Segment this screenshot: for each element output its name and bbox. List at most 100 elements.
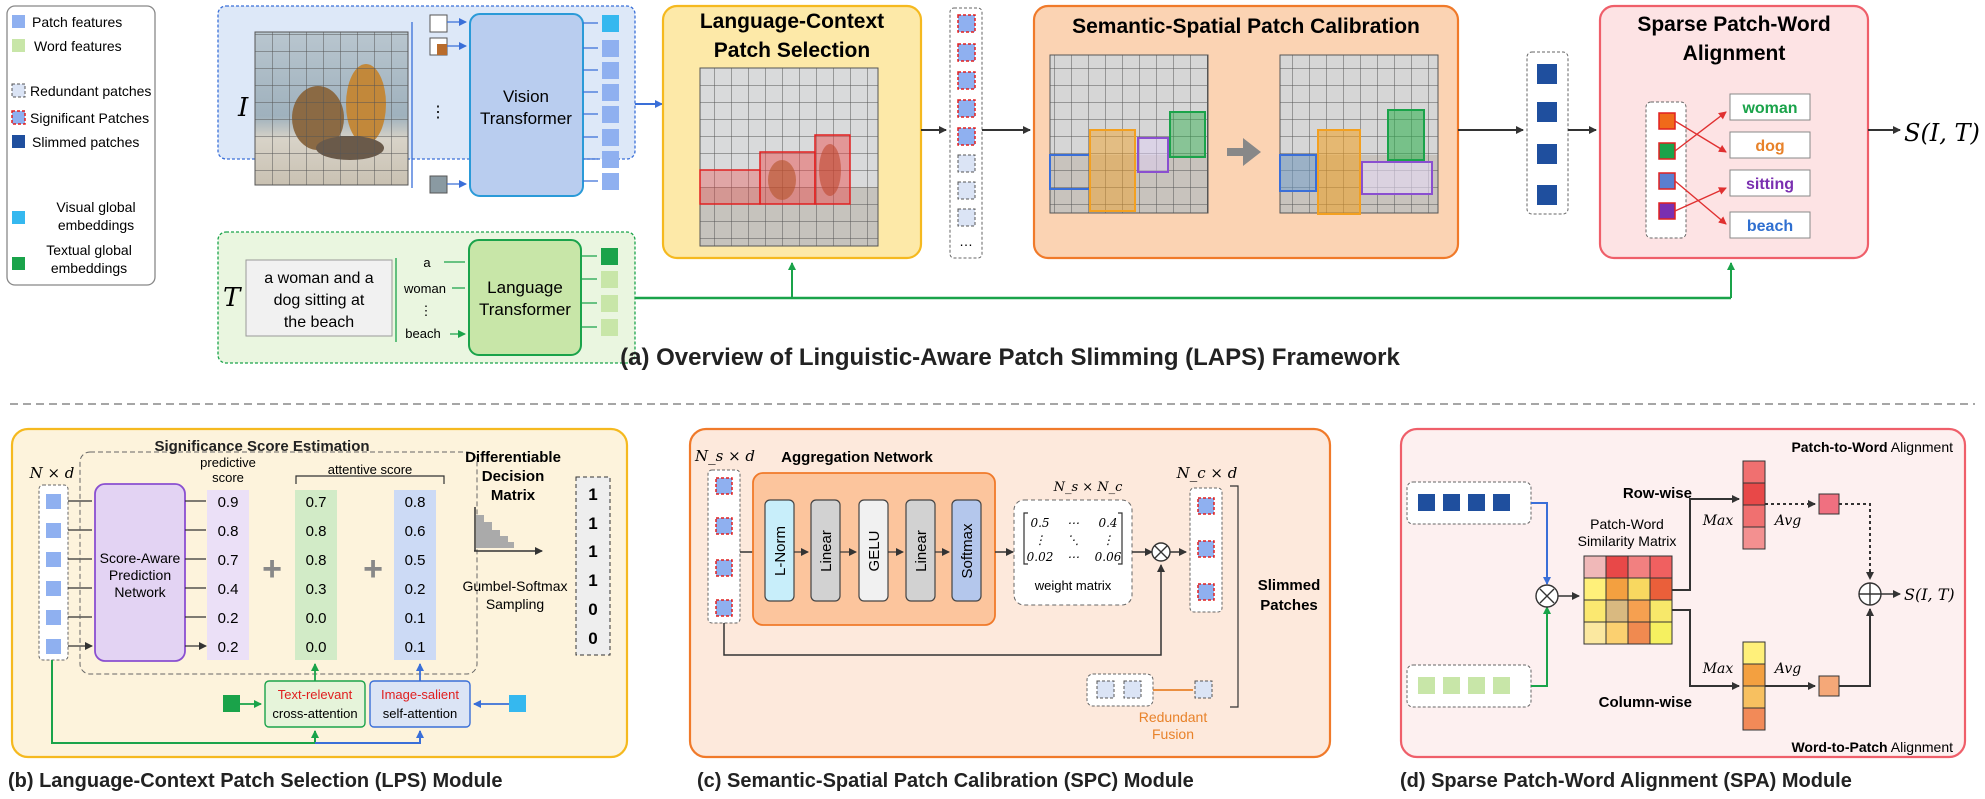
spc-title: Semantic-Spatial Patch Calibration xyxy=(1072,15,1420,38)
self-score: 0.1 xyxy=(405,639,426,656)
column-wise-label: Column-wise xyxy=(1599,694,1692,711)
vision-transformer-block xyxy=(469,13,584,197)
self-score: 0.5 xyxy=(405,552,426,569)
self-score: 0.8 xyxy=(405,494,426,511)
layer-linear-1: Linear xyxy=(818,530,835,572)
plus-sign: + xyxy=(262,550,282,588)
cross-score: 0.0 xyxy=(306,610,327,627)
legend-significant-patches: Significant Patches xyxy=(30,110,149,126)
spa-title-line1: Sparse Patch-Word xyxy=(1637,13,1830,36)
histogram-icon xyxy=(474,507,543,555)
word-woman: woman xyxy=(1741,100,1797,117)
slimmed-patches-label-2: Patches xyxy=(1260,597,1318,614)
cross-score: 0.3 xyxy=(306,581,327,598)
language-transformer-label-1: Language xyxy=(487,278,563,297)
spa-title-line2: Alignment xyxy=(1683,42,1786,65)
col-avg-label: Avg xyxy=(1773,661,1801,677)
visual-global-token xyxy=(509,695,526,712)
weight-matrix-shape: N_s × N_c xyxy=(1053,480,1124,495)
decision-value: 0 xyxy=(588,629,597,648)
gumbel-label-1: Gumbel-Softmax xyxy=(462,578,567,594)
self-attention-label: self-attention xyxy=(383,706,457,721)
spc-module: N_s × d Aggregation Network L-Norm Linea… xyxy=(688,427,1332,759)
cross-score: 0.8 xyxy=(306,552,327,569)
vision-transformer-label-1: Vision xyxy=(503,87,549,106)
caption-line-1: a woman and a xyxy=(264,270,374,287)
self-score-column xyxy=(394,490,436,660)
similarity-matrix xyxy=(1583,555,1673,645)
similarity-matrix-label-1: Patch-Word xyxy=(1590,516,1664,532)
legend-word-features: Word features xyxy=(34,38,122,54)
redundant-fusion-label-1: Redundant xyxy=(1139,709,1208,725)
lps-n-d: N × d xyxy=(29,464,75,482)
spc-nc-d: N_c × d xyxy=(1176,464,1238,482)
col-avg-cell xyxy=(1818,675,1840,697)
slimmed-patches-label-1: Slimmed xyxy=(1258,577,1321,594)
attentive-label: attentive score xyxy=(328,462,413,477)
predictive-score-column xyxy=(207,490,249,660)
refine-arrow-icon xyxy=(1227,138,1261,166)
layer-softmax: Softmax xyxy=(959,523,976,579)
lps-module: N × d Significance Score Estimation Scor… xyxy=(10,427,629,759)
legend-textual-global-line2: embeddings xyxy=(51,260,127,276)
matrix-cell: 0.06 xyxy=(1095,550,1122,564)
lps-title-line1: Language-Context xyxy=(700,10,884,33)
plus-sign: + xyxy=(363,550,383,588)
matrix-cell: ⋮ xyxy=(1102,533,1114,547)
predictive-score: 0.2 xyxy=(218,639,239,656)
significant-patch-swatch xyxy=(11,110,26,125)
matrix-cell: ⋮ xyxy=(1034,533,1046,547)
token-beach: beach xyxy=(405,326,440,341)
spc-ns-d: N_s × d xyxy=(694,447,755,465)
multiply-icon xyxy=(1535,584,1559,608)
caption-box xyxy=(245,259,393,337)
slimmed-patch-swatch xyxy=(12,135,25,148)
legend-redundant-patches: Redundant patches xyxy=(30,83,151,99)
token-woman: woman xyxy=(403,281,446,296)
cross-score: 0.7 xyxy=(306,494,327,511)
score-aware-network xyxy=(94,483,186,662)
row-avg-label: Avg xyxy=(1773,513,1801,529)
layer-linear-2: Linear xyxy=(913,530,930,572)
predictive-label-2: score xyxy=(212,470,244,485)
patch-feature-swatch xyxy=(12,15,25,28)
vision-transformer-label-2: Transformer xyxy=(480,109,572,128)
w2p-label: Word-to-Patch Alignment xyxy=(1791,739,1953,755)
word-dog: dog xyxy=(1755,138,1784,155)
text-branch: T a woman and a dog sitting at the beach… xyxy=(217,231,636,364)
network-label-3: Network xyxy=(114,584,166,600)
word-sitting: sitting xyxy=(1746,176,1794,193)
decision-value: 1 xyxy=(588,485,597,504)
spc-caption: (c) Semantic-Spatial Patch Calibration (… xyxy=(697,770,1194,792)
language-transformer-label-2: Transformer xyxy=(479,300,571,319)
legend-textual-global-line1: Textual global xyxy=(46,242,132,258)
caption-line-2: dog sitting at xyxy=(274,292,365,309)
lps-title-line2: Patch Selection xyxy=(714,39,870,62)
predictive-score: 0.4 xyxy=(218,581,239,598)
legend: Patch features Word features Redundant p… xyxy=(6,5,156,286)
decision-value: 1 xyxy=(588,571,597,590)
predictive-score: 0.2 xyxy=(218,610,239,627)
lps-caption: (b) Language-Context Patch Selection (LP… xyxy=(8,770,502,792)
image-salient-label: Image-salient xyxy=(381,687,459,702)
cross-score: 0.0 xyxy=(306,639,327,656)
visual-global-swatch xyxy=(12,211,25,224)
aggregation-title: Aggregation Network xyxy=(781,449,933,466)
legend-visual-global-line2: embeddings xyxy=(58,217,134,233)
matrix-cell: ⋱ xyxy=(1067,533,1079,547)
token-a: a xyxy=(423,255,431,270)
patch-ellipsis: … xyxy=(959,233,973,249)
spa-score: S(I, T) xyxy=(1904,585,1955,604)
predictive-score: 0.9 xyxy=(218,494,239,511)
decision-value: 1 xyxy=(588,514,597,533)
column-max-column xyxy=(1742,641,1766,731)
spa-caption: (d) Sparse Patch-Word Alignment (SPA) Mo… xyxy=(1400,770,1852,792)
matrix-cell: 0.4 xyxy=(1098,516,1117,530)
word-beach: beach xyxy=(1747,218,1793,235)
predictive-score: 0.8 xyxy=(218,523,239,540)
cross-attention-label: cross-attention xyxy=(272,706,357,721)
row-max-column xyxy=(1742,460,1766,550)
sse-title: Significance Score Estimation xyxy=(154,438,369,455)
network-label-1: Score-Aware xyxy=(100,550,181,566)
vision-branch: I ⋮ Vision Transformer xyxy=(217,5,663,197)
